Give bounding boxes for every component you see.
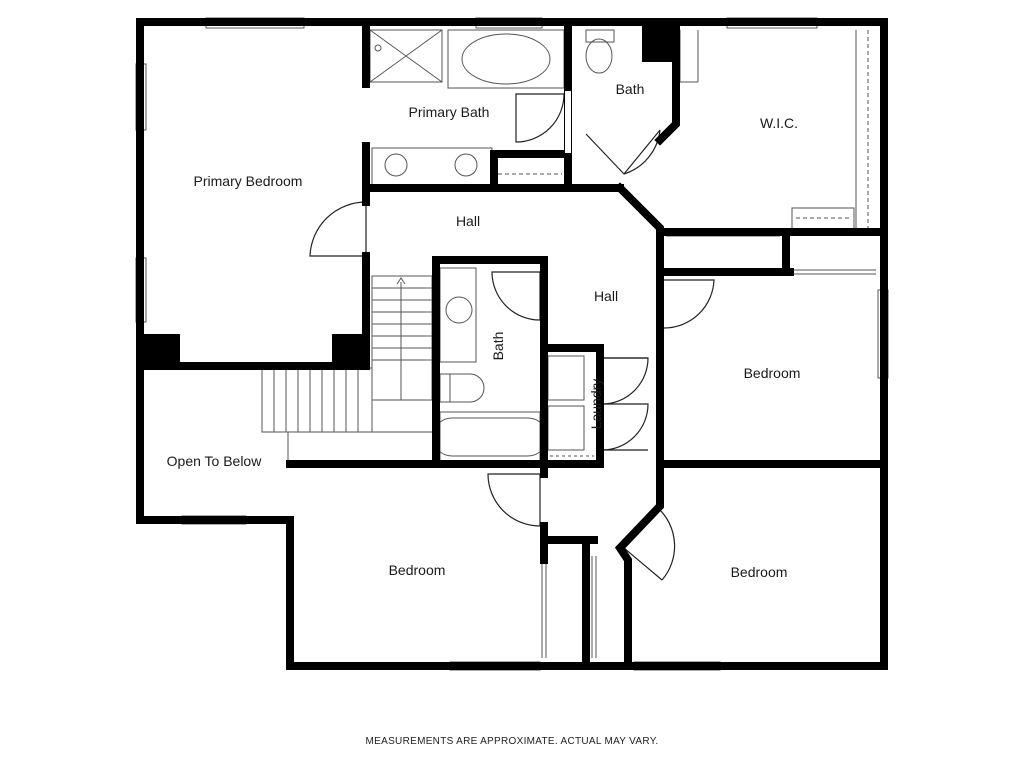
- door-swing: [601, 357, 649, 405]
- staircase: [371, 275, 433, 401]
- door-swing: [663, 279, 715, 329]
- column: [642, 22, 678, 62]
- room-label-bath-top: Bath: [616, 81, 645, 97]
- vanity: [371, 147, 493, 187]
- bathtub: [447, 29, 565, 89]
- exterior-wall: [136, 18, 888, 670]
- bathtub: [439, 411, 541, 463]
- door-swing: [601, 403, 649, 451]
- footer-note: MEASUREMENTS ARE APPROXIMATE. ACTUAL MAY…: [365, 736, 659, 747]
- room-label-hall-upper: Hall: [456, 213, 480, 229]
- room-label-primary-bedroom: Primary Bedroom: [194, 173, 303, 189]
- door-swing: [515, 93, 565, 143]
- column: [332, 334, 370, 368]
- room-label-open-to-below: Open To Below: [167, 453, 263, 469]
- room-labels: Primary Bedroom Primary Bath Bath W.I.C.…: [167, 81, 801, 580]
- room-label-primary-bath: Primary Bath: [409, 104, 490, 120]
- doors: [309, 93, 715, 581]
- room-label-laundry: Laundry: [588, 379, 604, 430]
- door-swing: [623, 507, 676, 581]
- room-label-hall-center: Hall: [594, 288, 618, 304]
- room-label-bedroom-right: Bedroom: [744, 365, 801, 381]
- door-swing: [491, 271, 541, 321]
- room-label-bedroom-bottom-right: Bedroom: [731, 564, 788, 580]
- room-label-wic: W.I.C.: [760, 115, 798, 131]
- room-label-bedroom-bottom-left: Bedroom: [389, 562, 446, 578]
- column: [140, 334, 180, 368]
- door-swing: [309, 201, 367, 257]
- room-label-bath-center: Bath: [490, 332, 506, 361]
- door-swing: [487, 473, 541, 527]
- door-swing: [585, 129, 661, 175]
